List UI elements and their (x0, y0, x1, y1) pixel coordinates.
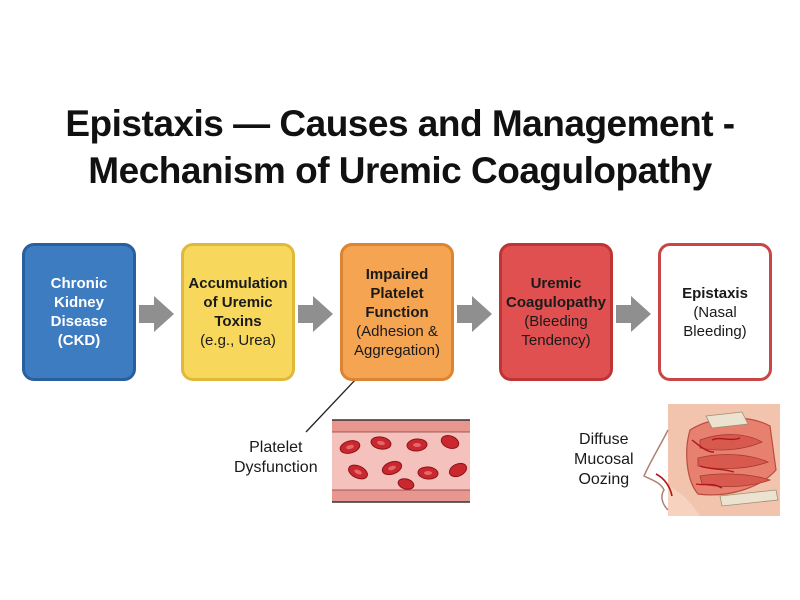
toxins-line-2: of Uremic (203, 294, 273, 311)
box-uremic-toxins: Accumulation of Uremic Toxins (e.g., Ure… (181, 243, 295, 381)
ckd-line-2: Kidney (53, 294, 104, 311)
coag-line-3: (Bleeding (524, 313, 588, 330)
epistaxis-line-1: Epistaxis (682, 284, 748, 302)
platelet-line-1: Impaired (365, 265, 429, 283)
mucosal-oozing-label: Diffuse Mucosal Oozing (574, 430, 634, 490)
platelet-line-5: Aggregation) (354, 341, 440, 359)
blood-vessel-illustration (332, 419, 470, 503)
red-blood-cell (440, 435, 460, 449)
red-blood-cell (397, 478, 415, 490)
toxins-line-3: Toxins (214, 313, 262, 330)
platelet-line-4: (Adhesion & (356, 322, 438, 340)
toxins-line-1: Accumulation (188, 275, 288, 292)
mucosal-oozing-line-1: Diffuse (579, 431, 629, 448)
diagram-title: Epistaxis — Causes and Management - Mech… (0, 100, 800, 194)
platelet-dysfunction-label: Platelet Dysfunction (234, 438, 318, 478)
box-chronic-kidney-disease: Chronic Kidney Disease (CKD) (22, 243, 136, 381)
platelet-leader-line (305, 377, 358, 433)
epistaxis-line-2: (Nasal (693, 303, 737, 321)
mucosal-oozing-line-3: Oozing (578, 471, 630, 488)
epistaxis-line-3: Bleeding) (683, 322, 747, 340)
platelet-dysfunction-line-2: Dysfunction (234, 459, 318, 476)
title-line-1: Epistaxis — Causes and Management - (65, 103, 735, 144)
box-impaired-platelet-function: Impaired Platelet Function (Adhesion & A… (340, 243, 454, 381)
red-blood-cell (448, 462, 468, 478)
platelet-dysfunction-line-1: Platelet (249, 439, 303, 456)
arrow-platelet-to-coag (457, 296, 492, 332)
ckd-line-4: (CKD) (57, 332, 101, 349)
toxins-line-4: (e.g., Urea) (200, 332, 276, 349)
box-epistaxis: Epistaxis (Nasal Bleeding) (658, 243, 772, 381)
ckd-line-1: Chronic (50, 275, 108, 292)
platelet-line-2: Platelet (370, 284, 424, 302)
coag-line-1: Uremic (530, 275, 582, 292)
coag-line-2: Coagulopathy (506, 294, 606, 311)
platelet-line-3: Function (365, 303, 429, 321)
nasal-cavity-illustration (643, 404, 780, 516)
coag-line-4: Tendency) (521, 332, 591, 349)
title-line-2: Mechanism of Uremic Coagulopathy (88, 150, 712, 191)
arrow-ckd-to-toxins (139, 296, 174, 332)
ckd-line-3: Disease (50, 313, 108, 330)
mucosal-oozing-line-2: Mucosal (574, 451, 634, 468)
arrow-toxins-to-platelet (298, 296, 333, 332)
box-uremic-coagulopathy: Uremic Coagulopathy (Bleeding Tendency) (499, 243, 613, 381)
arrow-coag-to-epistaxis (616, 296, 651, 332)
